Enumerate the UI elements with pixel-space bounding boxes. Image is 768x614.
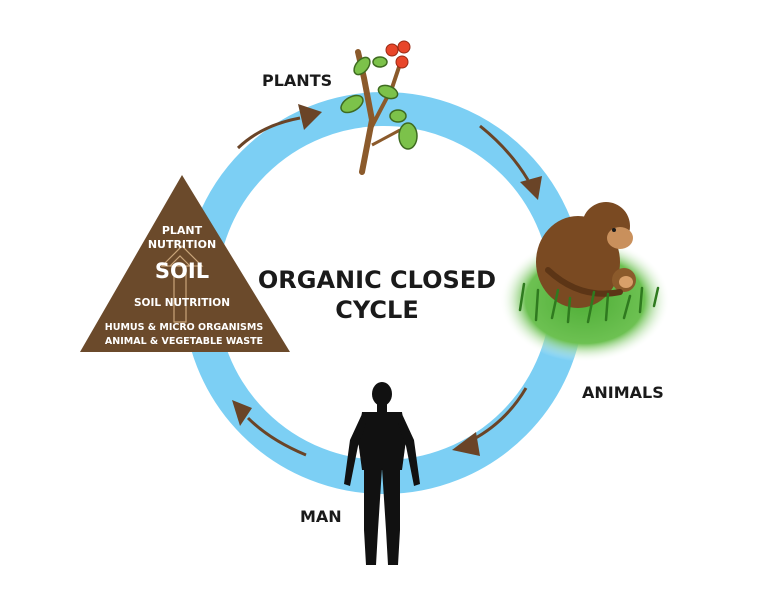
soil-text-nutrition: NUTRITION	[148, 238, 216, 251]
label-animals: ANIMALS	[582, 383, 664, 402]
soil-text-humus: HUMUS & MICRO ORGANISMS	[105, 322, 264, 333]
human-silhouette-icon	[344, 382, 420, 565]
arrow-plants-to-animals	[479, 124, 542, 200]
soil-text-waste: ANIMAL & VEGETABLE WASTE	[105, 336, 263, 347]
diagram-title-line2: CYCLE	[335, 296, 418, 324]
label-plants: PLANTS	[262, 71, 332, 90]
diagram-title-line1: ORGANIC CLOSED	[258, 266, 496, 294]
soil-text-main: SOIL	[155, 259, 209, 283]
tomato-plant-icon	[340, 40, 418, 175]
soil-text-plant: PLANT	[162, 224, 203, 237]
monkey-icon	[500, 202, 670, 362]
soil-text-soil-nutrition: SOIL NUTRITION	[134, 297, 230, 309]
soil-pyramid	[80, 175, 290, 352]
label-man: MAN	[300, 507, 342, 526]
arrow-soil-to-plants	[236, 104, 322, 150]
arrow-animals-to-man	[452, 387, 528, 456]
arrow-man-to-soil	[232, 400, 307, 457]
